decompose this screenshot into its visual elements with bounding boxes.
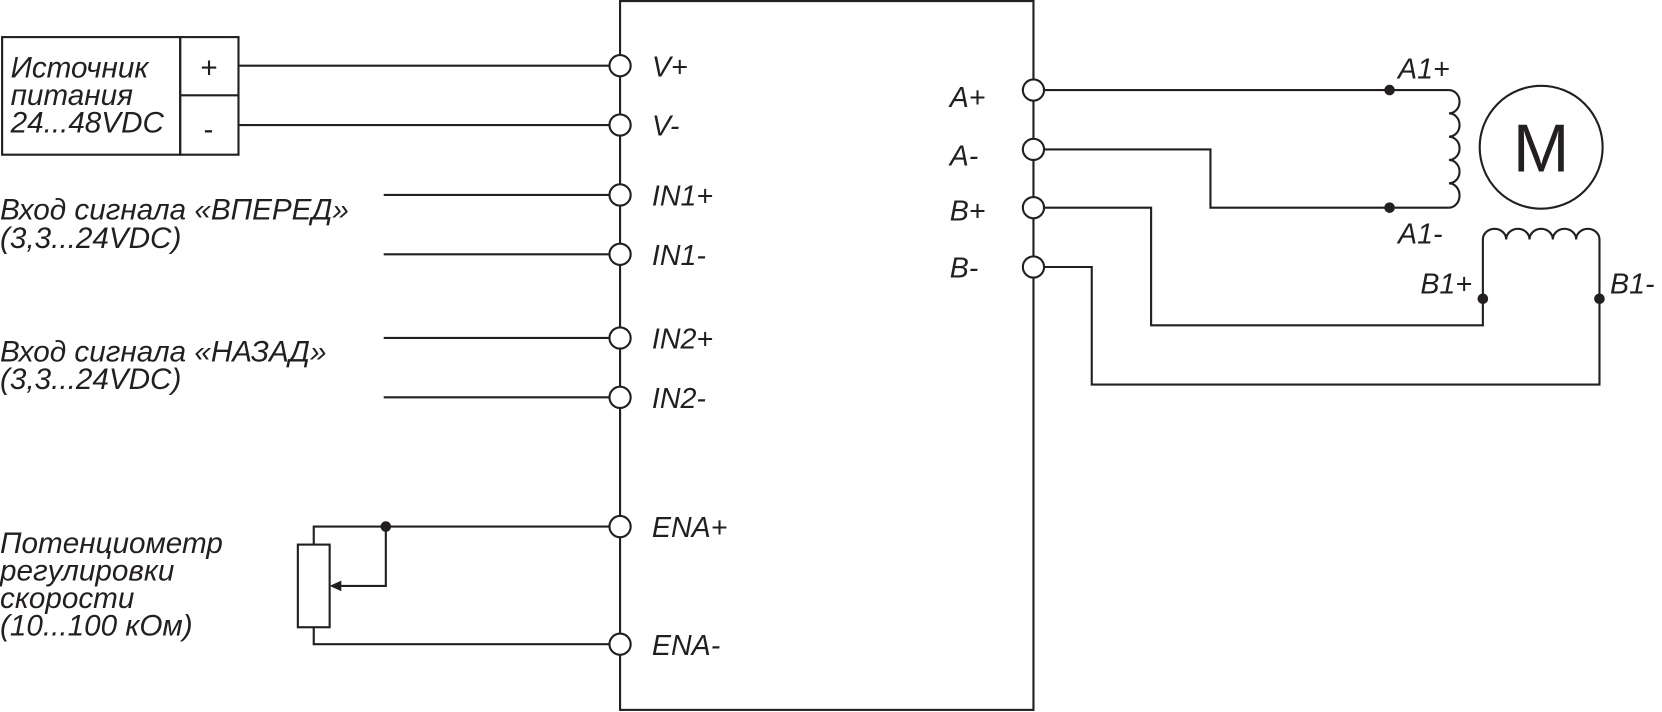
potentiometer bbox=[296, 521, 610, 646]
terminal-label-in2-minus: IN2- bbox=[652, 383, 706, 415]
coil-a-plus-dot bbox=[1384, 84, 1395, 96]
potentiometer-wiper-lead bbox=[340, 526, 387, 587]
terminal-label-a-plus: A+ bbox=[948, 82, 986, 114]
power-source-minus: - bbox=[204, 113, 214, 146]
terminal-label-ena-minus: ENA- bbox=[652, 630, 720, 662]
driver-box bbox=[619, 0, 1035, 711]
motor-coil-b bbox=[1477, 227, 1605, 305]
coil-b-plus-dot bbox=[1477, 293, 1489, 305]
forward-input-label-1: Вход сигнала «ВПЕРЕД» bbox=[0, 193, 349, 226]
terminal-b-minus bbox=[1021, 255, 1046, 279]
terminal-label-v-minus: V- bbox=[652, 111, 680, 143]
terminal-label-v-plus: V+ bbox=[652, 51, 688, 83]
wire-b-minus bbox=[1044, 265, 1601, 386]
potentiometer-junction-dot bbox=[380, 521, 392, 532]
terminal-label-in1-plus: IN1+ bbox=[652, 181, 713, 213]
potentiometer-top-lead bbox=[312, 525, 610, 545]
terminal-ena-plus bbox=[608, 514, 632, 539]
terminal-b-plus bbox=[1021, 196, 1046, 220]
terminal-label-b-plus: B+ bbox=[950, 195, 986, 227]
backward-input-label-2: (3,3...24VDC) bbox=[0, 363, 181, 396]
terminal-v-minus bbox=[608, 113, 632, 137]
backward-input-label-1: Вход сигнала «НАЗАД» bbox=[0, 335, 326, 368]
terminal-in2-minus bbox=[608, 385, 632, 409]
power-source-label-1: Источник bbox=[11, 51, 150, 84]
potentiometer-label-2: регулировки bbox=[0, 555, 174, 588]
terminal-in1-minus bbox=[608, 242, 632, 266]
terminal-label-in1-minus: IN1- bbox=[652, 240, 706, 272]
coil-label-a1-plus: A1+ bbox=[1396, 53, 1450, 85]
wire-b-plus bbox=[1044, 206, 1484, 327]
terminal-label-b-minus: B- bbox=[950, 253, 979, 285]
terminal-in1-plus bbox=[608, 183, 632, 207]
terminal-a-minus bbox=[1021, 137, 1046, 162]
power-source-label-2: питания bbox=[11, 79, 134, 112]
terminal-label-a-minus: A- bbox=[948, 140, 979, 172]
power-source: Источник питания 24...48VDC + - bbox=[1, 36, 240, 156]
coil-label-b1-plus: B1+ bbox=[1420, 268, 1472, 300]
terminal-v-plus bbox=[608, 54, 632, 78]
terminal-in2-plus bbox=[608, 326, 632, 350]
terminal-label-in2-plus: IN2+ bbox=[652, 324, 713, 356]
potentiometer-label-1: Потенциометр bbox=[0, 527, 223, 560]
terminal-ena-minus bbox=[608, 632, 632, 656]
coil-a-minus-dot bbox=[1384, 202, 1395, 213]
coil-label-a1-minus: A1- bbox=[1396, 219, 1443, 251]
potentiometer-bottom-lead bbox=[312, 627, 610, 646]
potentiometer-body bbox=[296, 543, 331, 629]
forward-input-label-2: (3,3...24VDC) bbox=[0, 222, 181, 255]
potentiometer-label-4: (10...100 кОм) bbox=[0, 610, 193, 643]
coil-label-b1-minus: B1- bbox=[1610, 268, 1655, 300]
power-source-label-3: 24...48VDC bbox=[10, 106, 165, 139]
power-source-plus: + bbox=[200, 51, 217, 84]
wire-a-minus bbox=[1044, 148, 1390, 209]
potentiometer-wiper-arrow bbox=[329, 580, 342, 592]
coil-b-minus-dot bbox=[1594, 293, 1605, 305]
motor-letter: M bbox=[1513, 112, 1570, 187]
terminal-a-plus bbox=[1021, 78, 1046, 102]
coil-a-winding bbox=[1448, 89, 1461, 209]
motor-coil-a bbox=[1384, 84, 1461, 213]
potentiometer-label-3: скорости bbox=[0, 582, 134, 615]
terminal-label-ena-plus: ENA+ bbox=[652, 512, 728, 544]
motor-circle bbox=[1478, 84, 1604, 210]
coil-b-winding bbox=[1481, 227, 1601, 240]
